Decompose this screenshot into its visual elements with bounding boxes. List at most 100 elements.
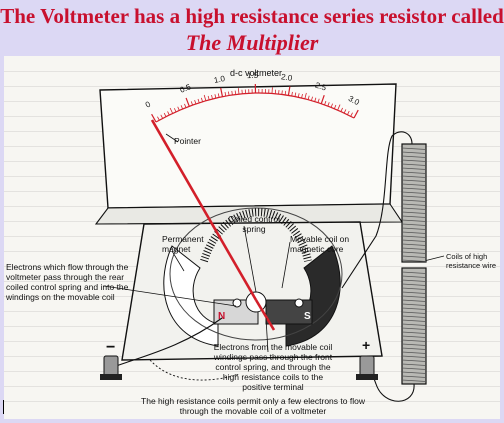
plus-terminal-label: + (362, 337, 371, 353)
slide-subtitle: The Multiplier (185, 30, 319, 55)
coil-winding (401, 275, 427, 278)
scale-tick-label: 1.5 (247, 70, 259, 81)
scale-tick (163, 112, 167, 117)
coil-winding (401, 327, 427, 330)
diagram-drawing (94, 83, 445, 402)
scale-tick (347, 110, 350, 115)
slide-title: The Voltmeter has a high resistance seri… (0, 4, 504, 28)
scale-tick (301, 93, 303, 99)
scale-tick (327, 102, 330, 107)
coil-winding (401, 375, 427, 378)
coil-winding (401, 291, 427, 294)
coil-winding (401, 359, 427, 362)
coil-winding (401, 363, 427, 366)
coil-winding (401, 163, 427, 166)
pointer-label: Pointer (174, 136, 201, 146)
coil-winding (401, 295, 427, 298)
coil-winding (401, 371, 427, 374)
coil-winding (401, 319, 427, 322)
coil-winding (401, 259, 427, 262)
coil-winding (401, 179, 427, 182)
coil-winding (401, 207, 427, 210)
moving-coil-label: Movable coil on magnetic core (290, 234, 350, 254)
coil-winding (401, 215, 427, 218)
coil-winding (401, 315, 427, 318)
coil-winding (401, 151, 427, 154)
coil-winding (401, 323, 427, 326)
minus-terminal-base (100, 374, 122, 380)
coil-winding (401, 355, 427, 358)
coil-winding (401, 239, 427, 242)
coil-winding (401, 307, 427, 310)
coil-winding (401, 191, 427, 194)
scale-tick (214, 94, 217, 99)
coil-winding (401, 231, 427, 234)
scale-arc (155, 92, 355, 123)
scale-tick (237, 88, 240, 95)
scale-tick (160, 114, 164, 119)
north-pole-label: N (218, 311, 226, 322)
scale-tick (291, 91, 293, 96)
coil-winding (401, 203, 427, 206)
scale-tick (340, 107, 343, 112)
scale-tick (307, 95, 310, 100)
scale-tick (234, 90, 237, 95)
coil-winding (401, 343, 427, 346)
scale-tick (330, 103, 333, 108)
movable-coil-windings (200, 208, 312, 263)
spring-label: Coiled control spring (228, 214, 280, 234)
minus-terminal-label: − (106, 339, 116, 356)
scale-tick (324, 100, 327, 105)
scale-tick (297, 93, 300, 98)
coil-winding (401, 303, 427, 306)
scale-tick (220, 87, 224, 97)
pivot-screw-right (294, 298, 304, 308)
wire-to-multiplier (341, 131, 413, 289)
pointer-needle (150, 119, 258, 301)
pointer-leader (165, 133, 179, 143)
rear-spring-leader (103, 285, 237, 307)
coil-winding (401, 171, 427, 174)
pointer-counterweight (254, 299, 276, 331)
scale-tick (350, 112, 353, 117)
scale-tick (167, 111, 170, 116)
coil-winding (401, 287, 427, 290)
coil-winding (401, 187, 427, 190)
magnet-label: Permanent magnet (162, 234, 204, 254)
wire-to-minus-terminal (115, 317, 223, 367)
plus-terminal-base (356, 374, 378, 380)
diagram-caption: The high resistance coils permit only a … (141, 396, 365, 416)
spring-leader (243, 225, 257, 293)
scale-tick (197, 98, 200, 103)
coil-winding (401, 227, 427, 230)
coil-winding (401, 219, 427, 222)
coil-winding (401, 339, 427, 342)
scale-tick-label: 2.0 (280, 72, 293, 84)
scale-tick (157, 116, 160, 121)
south-pole-label: S (304, 311, 311, 322)
scale-tick (294, 92, 297, 97)
scale-tick (217, 93, 220, 98)
scale-tick (151, 113, 157, 123)
coil-winding (401, 159, 427, 162)
magnet-left (163, 245, 219, 347)
scale-tick (180, 105, 184, 110)
scale-tick (287, 86, 291, 96)
coil-winding (401, 379, 427, 382)
coil-winding (401, 223, 427, 226)
front-spring-leader (265, 317, 269, 353)
coil-winding (401, 251, 427, 254)
coil-winding (401, 351, 427, 354)
coil-winding (401, 331, 427, 334)
coil-winding (401, 255, 427, 258)
scale-tick (228, 91, 230, 96)
minus-terminal-post (103, 355, 119, 377)
coil-winding (401, 283, 427, 286)
coil-winding (401, 167, 427, 170)
scale-tick (184, 103, 187, 108)
scale-tick (337, 104, 341, 111)
coil-winding (401, 347, 427, 350)
coil-winding (401, 147, 427, 150)
scale-tick (334, 104, 337, 109)
